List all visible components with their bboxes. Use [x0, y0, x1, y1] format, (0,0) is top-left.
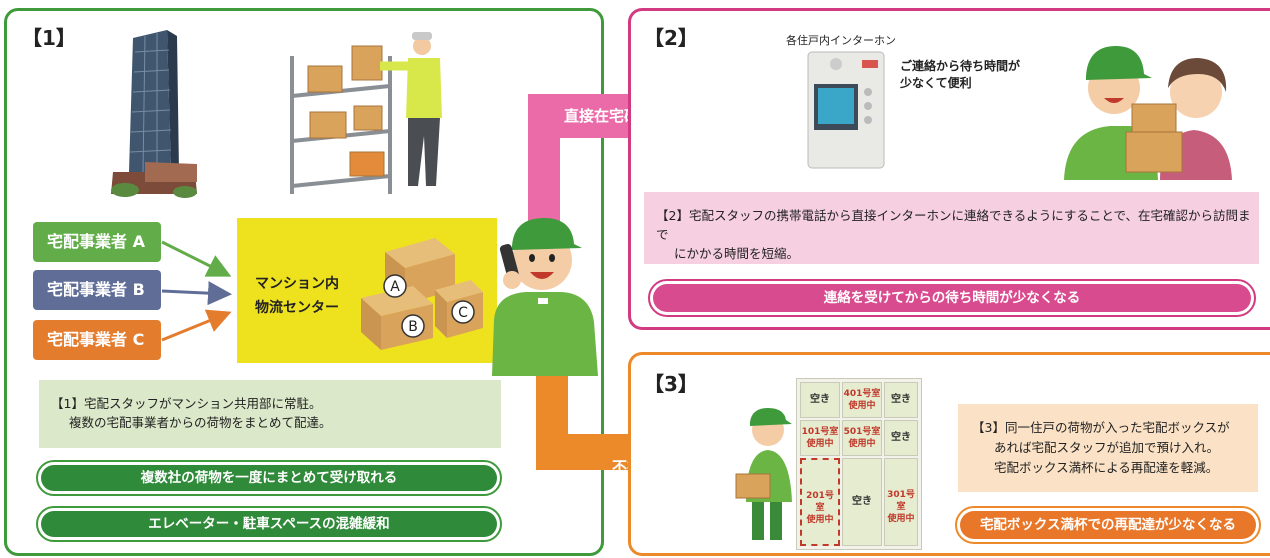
- company-arrows: [161, 240, 232, 342]
- benefit-pill-2-label: エレベーター・駐車スペースの混雑緩和: [41, 511, 497, 537]
- panel-3-note-line1: 【3】同一住戸の荷物が入った宅配ボックスが: [972, 420, 1230, 435]
- panel-1-title: 【1】: [22, 26, 76, 50]
- locker-cell-empty: 空き: [884, 382, 918, 418]
- locker-cell-501-status: 使用中: [848, 439, 876, 449]
- panel-2-title: 【2】: [644, 26, 698, 50]
- locker-cell-301: 301号室 使用中: [884, 458, 918, 546]
- panel-1-note-line2: 複数の宅配事業者からの荷物をまとめて配達。: [69, 415, 332, 430]
- box-label-a: A: [390, 279, 400, 295]
- customer-receiving-illustration: [1064, 46, 1232, 180]
- tower-illustration: [111, 30, 197, 198]
- locker-cell-empty: 空き: [884, 420, 918, 456]
- company-tag-b: 宅配事業者 B: [33, 270, 161, 310]
- wait-time-callout-line1: ご連絡から待ち時間が: [900, 59, 1021, 73]
- benefit-pill-1: 複数社の荷物を一度にまとめて受け取れる: [36, 460, 502, 496]
- benefit-pill-4-label: 宅配ボックス満杯での再配達が少なくなる: [960, 511, 1256, 539]
- locker-cell-301-status: 使用中: [887, 514, 915, 524]
- box-label-b: B: [408, 319, 418, 335]
- delivery-staff-phone-illustration: [492, 218, 598, 376]
- locker-cell-101-unit: 101号室: [801, 427, 839, 437]
- warehouse-worker-illustration: [290, 32, 442, 194]
- locker-cell-401-status: 使用中: [848, 401, 876, 411]
- company-tag-c: 宅配事業者 C: [33, 320, 161, 360]
- parcel-boxes-illustration: A B C: [361, 238, 483, 350]
- benefit-pill-3: 連絡を受けてからの待ち時間が少なくなる: [648, 279, 1256, 317]
- box-label-c: C: [458, 305, 468, 321]
- company-tag-a: 宅配事業者 A: [33, 222, 161, 262]
- panel-3-title: 【3】: [644, 372, 698, 396]
- panel-3-note: 【3】同一住戸の荷物が入った宅配ボックスが あれば宅配スタッフが追加で預け入れ。…: [958, 404, 1258, 492]
- benefit-pill-2: エレベーター・駐車スペースの混雑緩和: [36, 506, 502, 542]
- locker-cell-101-status: 使用中: [806, 439, 834, 449]
- locker-cell-401: 401号室 使用中: [842, 382, 882, 418]
- panel-2-note-line2: にかかる時間を短縮。: [674, 246, 800, 261]
- locker-cell-201-status: 使用中: [806, 515, 834, 525]
- panel-1-note: 【1】宅配スタッフがマンション共用部に常駐。 複数の宅配事業者からの荷物をまとめ…: [39, 380, 501, 448]
- logistics-center-label: マンション内 物流センター: [255, 272, 339, 320]
- locker-cell-401-unit: 401号室: [843, 389, 881, 399]
- locker-cell-301-unit: 301号室: [887, 490, 915, 512]
- benefit-pill-4: 宅配ボックス満杯での再配達が少なくなる: [955, 506, 1261, 544]
- intercom-label: 各住戸内インターホン: [786, 34, 896, 47]
- locker-cell-201-unit: 201号室: [806, 491, 834, 513]
- benefit-pill-3-label: 連絡を受けてからの待ち時間が少なくなる: [653, 284, 1251, 312]
- logistics-center-label-line1: マンション内: [255, 276, 339, 292]
- wait-time-callout: ご連絡から待ち時間が 少なくて便利: [900, 58, 1020, 92]
- panel-1-note-line1: 【1】宅配スタッフがマンション共用部に常駐。: [51, 396, 322, 411]
- panel-2-note: 【2】宅配スタッフの携帯電話から直接インターホンに連絡できるようにすることで、在…: [644, 192, 1259, 264]
- benefit-pill-1-label: 複数社の荷物を一度にまとめて受け取れる: [41, 465, 497, 491]
- intercom-illustration: [807, 51, 885, 169]
- locker-cell-101: 101号室 使用中: [800, 420, 840, 456]
- locker-cell-201: 201号室 使用中: [800, 458, 840, 546]
- locker-cell-501: 501号室 使用中: [842, 420, 882, 456]
- wait-time-callout-line2: 少なくて便利: [900, 76, 972, 90]
- panel-3-note-line3: 宅配ボックス満杯による再配達を軽減。: [994, 460, 1219, 475]
- locker-cell-empty: 空き: [800, 382, 840, 418]
- logistics-center-label-line2: 物流センター: [255, 300, 339, 316]
- locker-cell-501-unit: 501号室: [843, 427, 881, 437]
- panel-3-note-line2: あれば宅配スタッフが追加で預け入れ。: [994, 440, 1220, 455]
- delivery-staff-parcel-illustration: [735, 408, 792, 540]
- panel-2-note-line1: 【2】宅配スタッフの携帯電話から直接インターホンに連絡できるようにすることで、在…: [656, 208, 1251, 242]
- locker-cell-empty: 空き: [842, 458, 882, 546]
